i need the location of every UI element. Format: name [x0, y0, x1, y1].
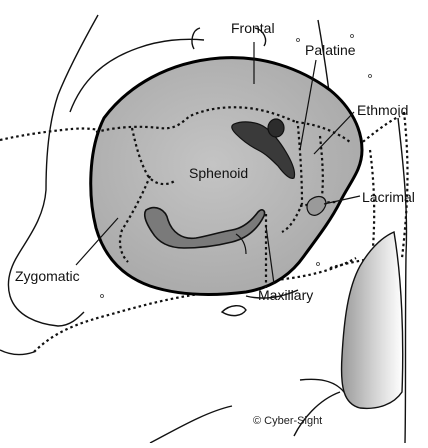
label-lacrimal: Lacrimal	[362, 189, 415, 205]
label-ethmoid: Ethmoid	[357, 102, 408, 118]
suture-zygomatic-lower	[34, 294, 200, 352]
skull-bottom-lower	[150, 406, 232, 443]
frontal-upper-bump	[192, 28, 200, 49]
small-dot-1	[297, 39, 300, 42]
suture-lacrimal-vertical	[370, 150, 374, 260]
label-maxillary: Maxillary	[258, 287, 313, 303]
skull-bottom-curve	[300, 379, 344, 392]
label-frontal: Frontal	[231, 20, 275, 36]
small-dot-4	[317, 263, 320, 266]
small-dot-2	[351, 35, 354, 38]
small-dot-5	[101, 295, 104, 298]
small-dot-3	[369, 75, 372, 78]
skull-bottom-right	[294, 392, 340, 436]
label-palatine: Palatine	[305, 42, 356, 58]
nasal-cavity	[342, 232, 403, 408]
infraorbital-foramen	[222, 306, 246, 316]
skull-lower-left-contour	[0, 350, 34, 354]
optic-canal	[268, 119, 284, 137]
label-sphenoid: Sphenoid	[189, 165, 248, 181]
copyright-text: © Cyber-Sight	[253, 415, 322, 427]
label-zygomatic: Zygomatic	[15, 268, 80, 284]
